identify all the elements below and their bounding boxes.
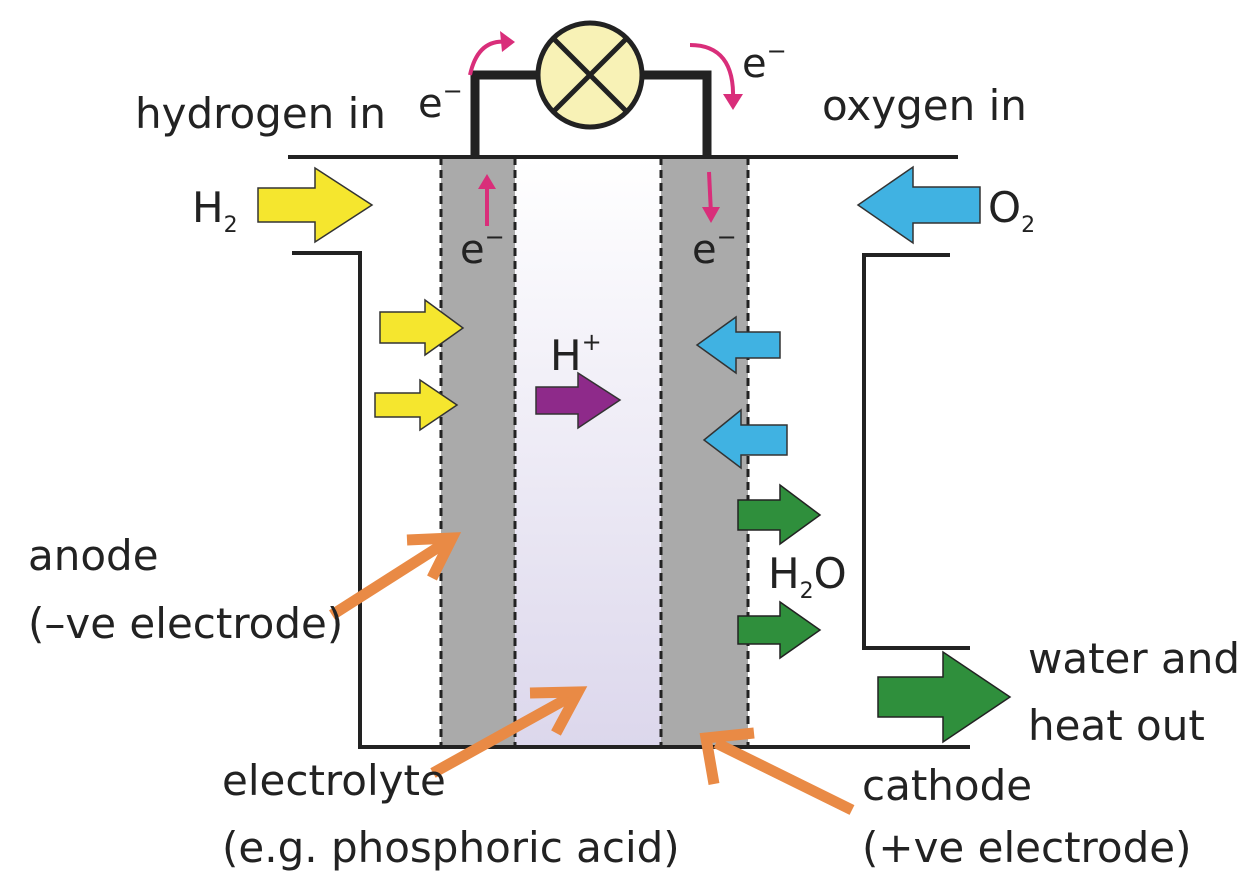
electrolyte-pointer [430,692,573,778]
label-pointer-arrows [329,532,855,815]
o2-label: O2 [988,183,1035,238]
proton-label: H+ [550,328,602,380]
external-circuit-wire [470,70,540,157]
anode-electrode [441,157,515,747]
anode-label-line1: anode [28,531,159,580]
h2-label: H2 [192,183,238,238]
lamp-icon [535,20,645,130]
cathode-pointer [713,738,855,815]
electrolyte-label-line2: (e.g. phosphoric acid) [222,823,680,872]
cathode-label-line1: cathode [862,761,1032,810]
oxygen-arrows [695,165,981,470]
electrolyte-region [515,157,661,747]
anode-label-line2: (–ve electrode) [28,599,343,648]
electrolyte-label-line1: electrolyte [222,756,446,805]
water-label: H2O [768,549,847,604]
oxygen-in-label: oxygen in [822,81,1027,130]
hydrogen-in-label: hydrogen in [135,89,386,138]
cathode-label-line2: (+ve electrode) [862,823,1191,872]
water-arrows [737,483,1012,744]
electron-label-anode: e− [460,223,505,273]
hydrogen-arrows [257,166,465,432]
cell-walls [288,155,970,749]
water-heat-out-label-line2: heat out [1028,701,1205,750]
electron-label-top-left: e− [418,77,463,127]
electrode-boundaries [439,157,750,747]
anode-pointer [329,538,448,620]
electron-label-top-right: e− [742,37,787,87]
electron-flow-arrows [468,31,743,226]
electron-label-cathode: e− [692,223,737,273]
proton-arrow [535,371,622,430]
water-heat-out-label-line1: water and [1028,634,1240,683]
external-circuit-wire-right [640,70,712,157]
